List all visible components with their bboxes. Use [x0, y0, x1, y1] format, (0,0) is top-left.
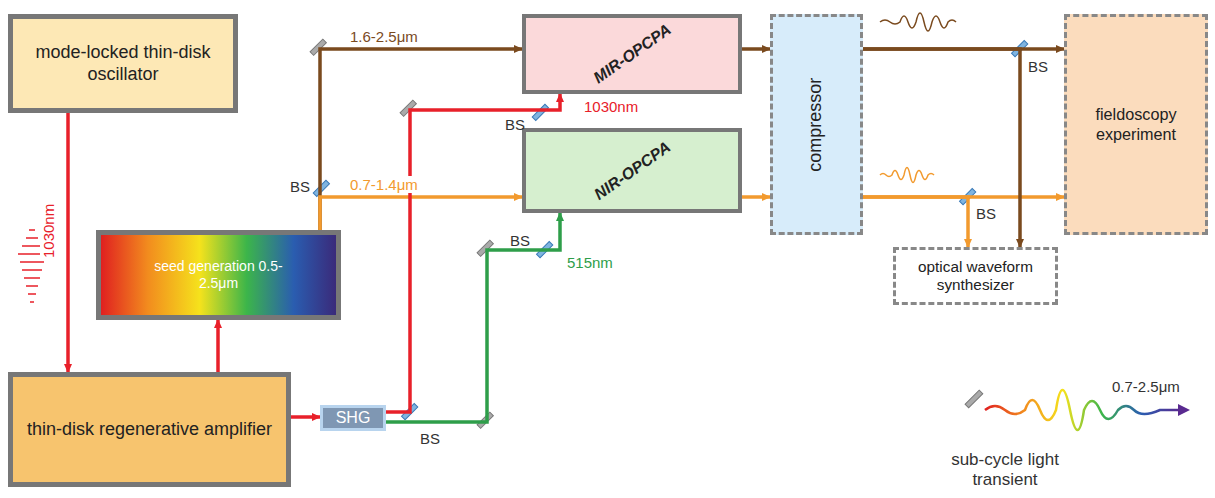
beam-path — [291, 415, 320, 419]
mirror — [965, 390, 983, 408]
oscillator-box: mode-locked thin-disk oscillator — [8, 14, 238, 113]
seed-box: seed generation 0.5-2.5μm — [96, 230, 341, 320]
waveform — [880, 13, 956, 31]
waveform — [880, 168, 934, 183]
component-label: BS — [1028, 58, 1048, 75]
beam-path — [386, 213, 560, 422]
node-text: NIR-OPCPA — [590, 137, 674, 204]
beam-splitters — [313, 41, 1028, 420]
component-label: BS — [510, 232, 530, 249]
compressor-box: compressor — [770, 14, 863, 235]
node-text: SHG — [336, 408, 371, 427]
component-label: BS — [290, 178, 310, 195]
wavelength-label: 515nm — [565, 254, 615, 271]
beam-path — [216, 320, 220, 372]
wavelength-label: 1030nm — [40, 202, 57, 260]
node-text: seed generation 0.5-2.5μm — [141, 258, 296, 292]
component-label: BS — [420, 430, 440, 447]
annotation: sub-cycle light transient — [930, 450, 1080, 490]
node-text: fieldoscopy experiment — [1067, 105, 1205, 144]
node-text: thin-disk regenerative amplifier — [27, 419, 272, 441]
arrowhead — [1178, 404, 1190, 416]
wavelength-label: 0.7-1.4μm — [348, 176, 420, 193]
beam-path — [863, 197, 968, 247]
sub-cycle-waveform — [985, 390, 1180, 430]
beam-path — [742, 195, 770, 199]
component-label: BS — [976, 205, 996, 222]
opcpa-box: NIR-OPCPA — [522, 128, 742, 213]
node-text: compressor — [806, 77, 828, 171]
beam-path — [320, 197, 522, 230]
beam-path — [863, 49, 1020, 247]
annotation: 0.7-2.5μm — [1112, 378, 1180, 395]
beam-path — [320, 49, 522, 230]
opcpa-box: MIR-OPCPA — [522, 14, 742, 94]
output-beam — [973, 306, 978, 400]
node-text: optical waveform synthesizer — [896, 258, 1055, 295]
amplifier-box: thin-disk regenerative amplifier — [8, 372, 291, 487]
node-text: MIR-OPCPA — [589, 20, 674, 88]
component-label: BS — [505, 116, 525, 133]
synthesizer-box: optical waveform synthesizer — [893, 247, 1058, 305]
shg-box: SHG — [320, 405, 386, 431]
wavelength-label: 1030nm — [582, 98, 640, 115]
wavelength-label: 1.6-2.5μm — [348, 28, 420, 45]
experiment-box: fieldoscopy experiment — [1064, 14, 1208, 235]
node-text: mode-locked thin-disk oscillator — [13, 42, 233, 85]
beam-path — [742, 47, 770, 51]
beam-path — [66, 113, 70, 372]
